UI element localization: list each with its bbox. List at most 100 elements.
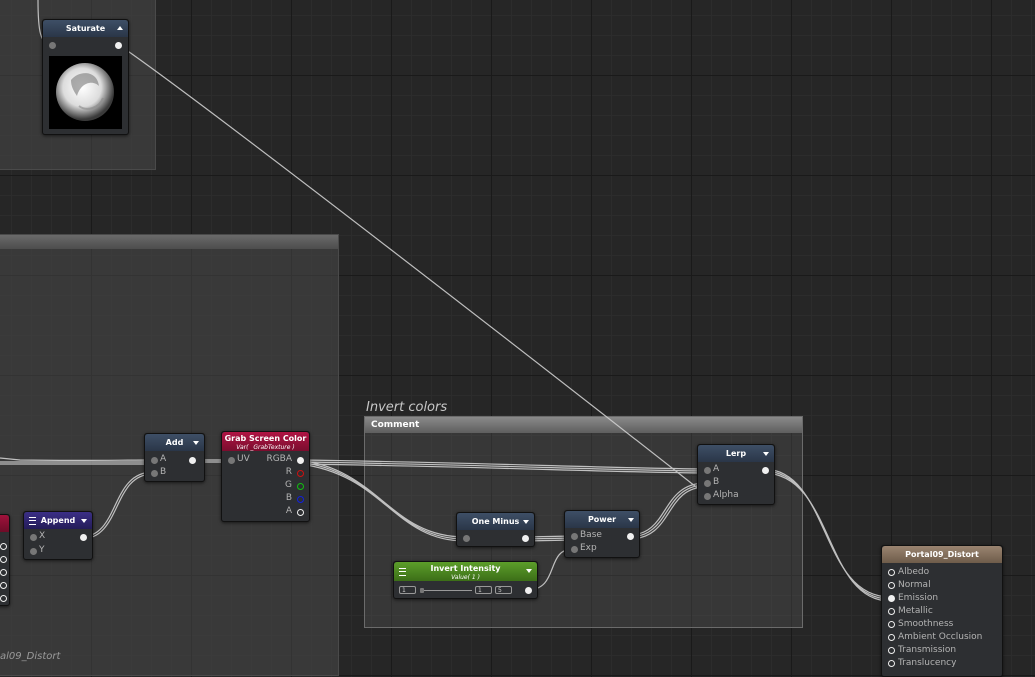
invert-intensity-title: Invert Intensity [430, 564, 501, 573]
master-node-header[interactable]: Portal09_Distort [882, 546, 1002, 563]
lerp-output-port[interactable] [762, 467, 769, 474]
wire-grab-to-lerp-a [298, 459, 707, 470]
grab-input-uv-port[interactable] [228, 457, 235, 464]
expand-arrow-icon[interactable] [193, 441, 199, 445]
wire-grab-to-oneminus [298, 459, 466, 538]
master-ambient-occlusion-label: Ambient Occlusion [898, 632, 983, 642]
saturate-node[interactable]: Saturate [42, 19, 129, 135]
wire-power-to-lerp-b-3 [628, 486, 707, 540]
master-normal-port[interactable] [888, 582, 895, 589]
power-input-base-port[interactable] [571, 533, 578, 540]
grab-output-a-port[interactable] [297, 509, 304, 516]
invert-intensity-node[interactable]: Invert Intensity Value( 1 ) 1 1 5 [393, 561, 538, 599]
one-minus-input-port[interactable] [463, 535, 470, 542]
master-metallic-port[interactable] [888, 608, 895, 615]
power-node-header[interactable]: Power [565, 511, 639, 528]
wire-grab-to-lerp-a-3 [298, 463, 707, 474]
lerp-input-a-port[interactable] [704, 467, 711, 474]
master-smoothness-label: Smoothness [898, 619, 954, 629]
lerp-input-a-label: A [713, 464, 720, 474]
wire-grab-to-oneminus-3 [298, 463, 466, 542]
offscreen-output-port-2[interactable] [0, 556, 7, 563]
left-group-header[interactable] [0, 235, 338, 249]
invert-intensity-subtitle: Value( 1 ) [451, 574, 480, 581]
grab-output-r-port[interactable] [297, 470, 304, 477]
wire-power-to-lerp-b [628, 482, 707, 536]
add-input-b-port[interactable] [151, 470, 158, 477]
invert-intensity-output-port[interactable] [525, 587, 532, 594]
master-output-node[interactable]: Portal09_Distort Albedo Normal Emission … [881, 545, 1003, 677]
lerp-node-title: Lerp [725, 449, 747, 458]
append-output-port[interactable] [80, 534, 87, 541]
menu-icon[interactable] [29, 517, 36, 525]
invert-slider-track[interactable] [420, 590, 472, 591]
add-node-header[interactable]: Add [145, 434, 204, 451]
offscreen-node[interactable] [0, 514, 10, 606]
grab-node-title: Grab Screen Color [224, 434, 307, 443]
expand-arrow-icon[interactable] [628, 518, 634, 522]
lerp-node-header[interactable]: Lerp [698, 445, 774, 462]
master-albedo-port[interactable] [888, 569, 895, 576]
add-output-port[interactable] [189, 457, 196, 464]
wire-left-edge-to-add-a [0, 457, 154, 462]
append-node-header[interactable]: Append [24, 512, 92, 529]
power-output-port[interactable] [627, 533, 634, 540]
saturate-preview [49, 56, 122, 129]
offscreen-output-port-1[interactable] [0, 543, 7, 550]
offscreen-output-port-4[interactable] [0, 582, 7, 589]
grab-screen-color-node[interactable]: Grab Screen Color Var( _GrabTexture ) UV… [221, 431, 310, 522]
power-node[interactable]: Power Base Exp [564, 510, 640, 558]
offscreen-output-port-3[interactable] [0, 569, 7, 576]
offscreen-output-port-5[interactable] [0, 595, 7, 602]
grab-input-uv-label: UV [237, 454, 250, 464]
master-translucency-port[interactable] [888, 660, 895, 667]
grab-output-b-port[interactable] [297, 496, 304, 503]
offscreen-node-header[interactable] [0, 515, 9, 532]
power-input-base-label: Base [580, 530, 602, 540]
saturate-output-port[interactable] [115, 42, 122, 49]
add-node[interactable]: Add A B [144, 433, 205, 482]
grab-output-rgba-label: RGBA [266, 454, 292, 464]
lerp-input-b-label: B [713, 477, 720, 487]
master-transmission-port[interactable] [888, 647, 895, 654]
master-ambient-occlusion-port[interactable] [888, 634, 895, 641]
master-smoothness-port[interactable] [888, 621, 895, 628]
master-normal-label: Normal [898, 580, 931, 590]
invert-slider-thumb[interactable] [420, 588, 424, 593]
invert-value-field[interactable]: 1 [475, 586, 492, 594]
grab-output-g-port[interactable] [297, 483, 304, 490]
wire-lerp-to-emission-3 [763, 472, 891, 602]
one-minus-node-header[interactable]: One Minus [457, 513, 534, 530]
menu-icon[interactable] [399, 568, 406, 576]
grab-output-b-label: B [285, 493, 292, 503]
collapse-arrow-icon[interactable] [117, 26, 123, 30]
expand-arrow-icon[interactable] [763, 452, 769, 456]
invert-max-field[interactable]: 5 [495, 586, 512, 594]
comment-header[interactable]: Comment [365, 417, 802, 433]
saturate-node-header[interactable]: Saturate [43, 20, 128, 37]
lerp-input-b-port[interactable] [704, 480, 711, 487]
append-input-y-label: Y [39, 545, 45, 555]
one-minus-node[interactable]: One Minus [456, 512, 535, 547]
append-input-x-port[interactable] [30, 534, 37, 541]
saturate-input-port[interactable] [49, 42, 56, 49]
append-node[interactable]: Append X Y [23, 511, 93, 560]
invert-intensity-header[interactable]: Invert Intensity Value( 1 ) [394, 562, 537, 581]
add-input-a-port[interactable] [151, 457, 158, 464]
lerp-input-alpha-port[interactable] [704, 493, 711, 500]
master-emission-port[interactable] [888, 595, 895, 602]
lerp-node[interactable]: Lerp A B Alpha [697, 444, 775, 505]
grab-output-rgba-port[interactable] [297, 457, 304, 464]
expand-arrow-icon[interactable] [523, 520, 529, 524]
one-minus-output-port[interactable] [522, 535, 529, 542]
invert-min-field[interactable]: 1 [399, 586, 416, 594]
saturate-node-title: Saturate [65, 24, 106, 33]
wire-grab-to-lerp-a-2 [298, 461, 707, 472]
expand-arrow-icon[interactable] [81, 519, 87, 523]
master-albedo-label: Albedo [898, 567, 930, 577]
grab-node-header[interactable]: Grab Screen Color Var( _GrabTexture ) [222, 432, 309, 451]
add-input-b-label: B [160, 467, 167, 477]
expand-arrow-icon[interactable] [526, 569, 532, 573]
append-input-y-port[interactable] [30, 548, 37, 555]
power-input-exp-port[interactable] [571, 546, 578, 553]
